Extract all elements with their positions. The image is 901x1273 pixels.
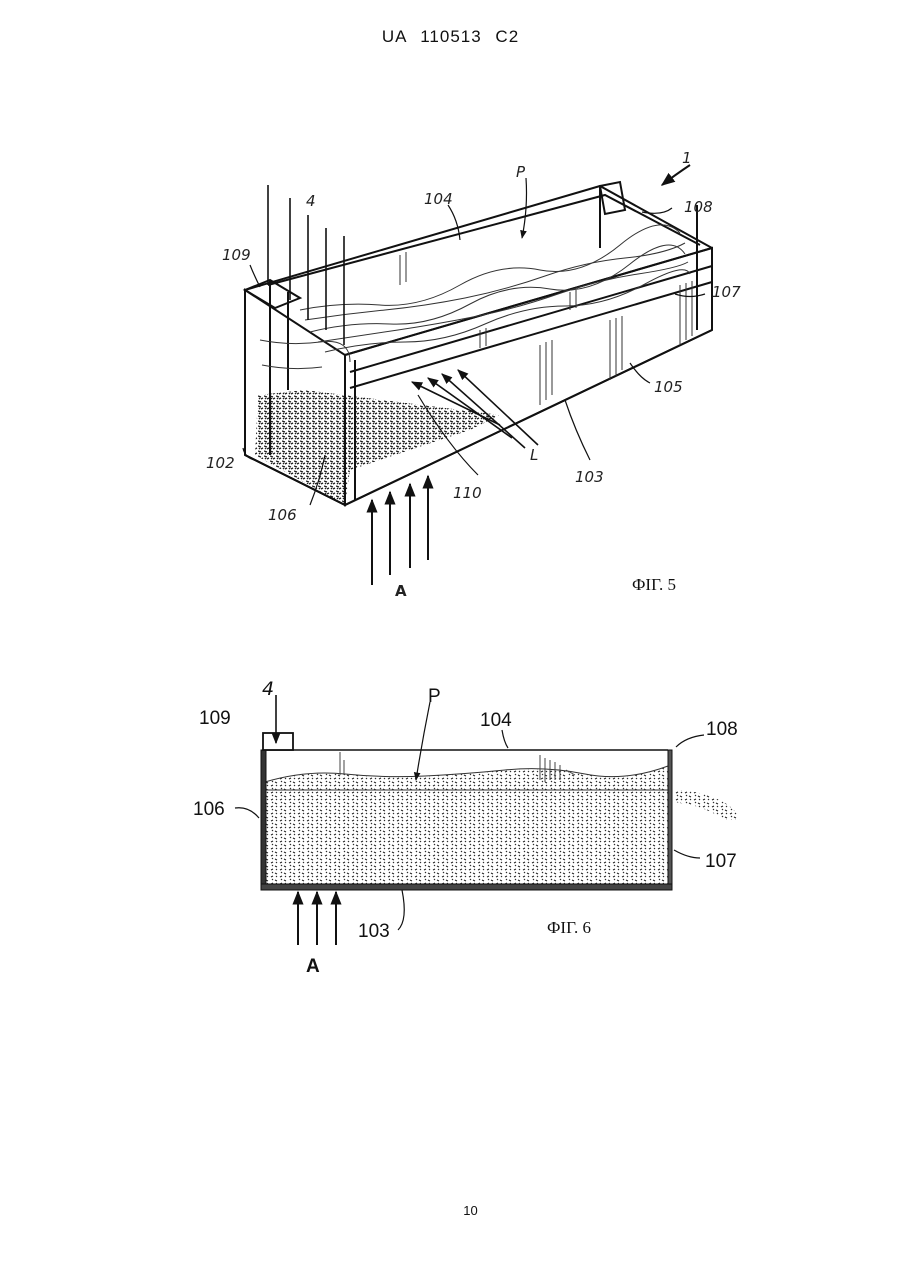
fig6-label-104: 104: [480, 710, 512, 731]
fig6-air-arrows: [298, 892, 336, 945]
fig6-granular-bed: [265, 780, 668, 884]
figure-6-caption: ФІГ. 6: [547, 918, 591, 938]
fig6-label-A: A: [306, 956, 320, 977]
fig6-product-surface: [265, 766, 668, 790]
fig6-label-P: P: [428, 686, 441, 707]
page-number: 10: [0, 1203, 901, 1218]
fig6-label-109: 109: [199, 708, 231, 729]
fig6-label-4: 4: [262, 678, 274, 700]
figure-6-drawing: 4 109 P 104 108 106 107 103 A: [0, 0, 901, 1000]
fig6-label-103: 103: [358, 921, 390, 942]
fig6-spill: [675, 790, 740, 820]
fig6-label-106: 106: [193, 799, 225, 820]
fig6-label-108: 108: [706, 719, 738, 740]
fig6-label-107: 107: [705, 851, 737, 872]
